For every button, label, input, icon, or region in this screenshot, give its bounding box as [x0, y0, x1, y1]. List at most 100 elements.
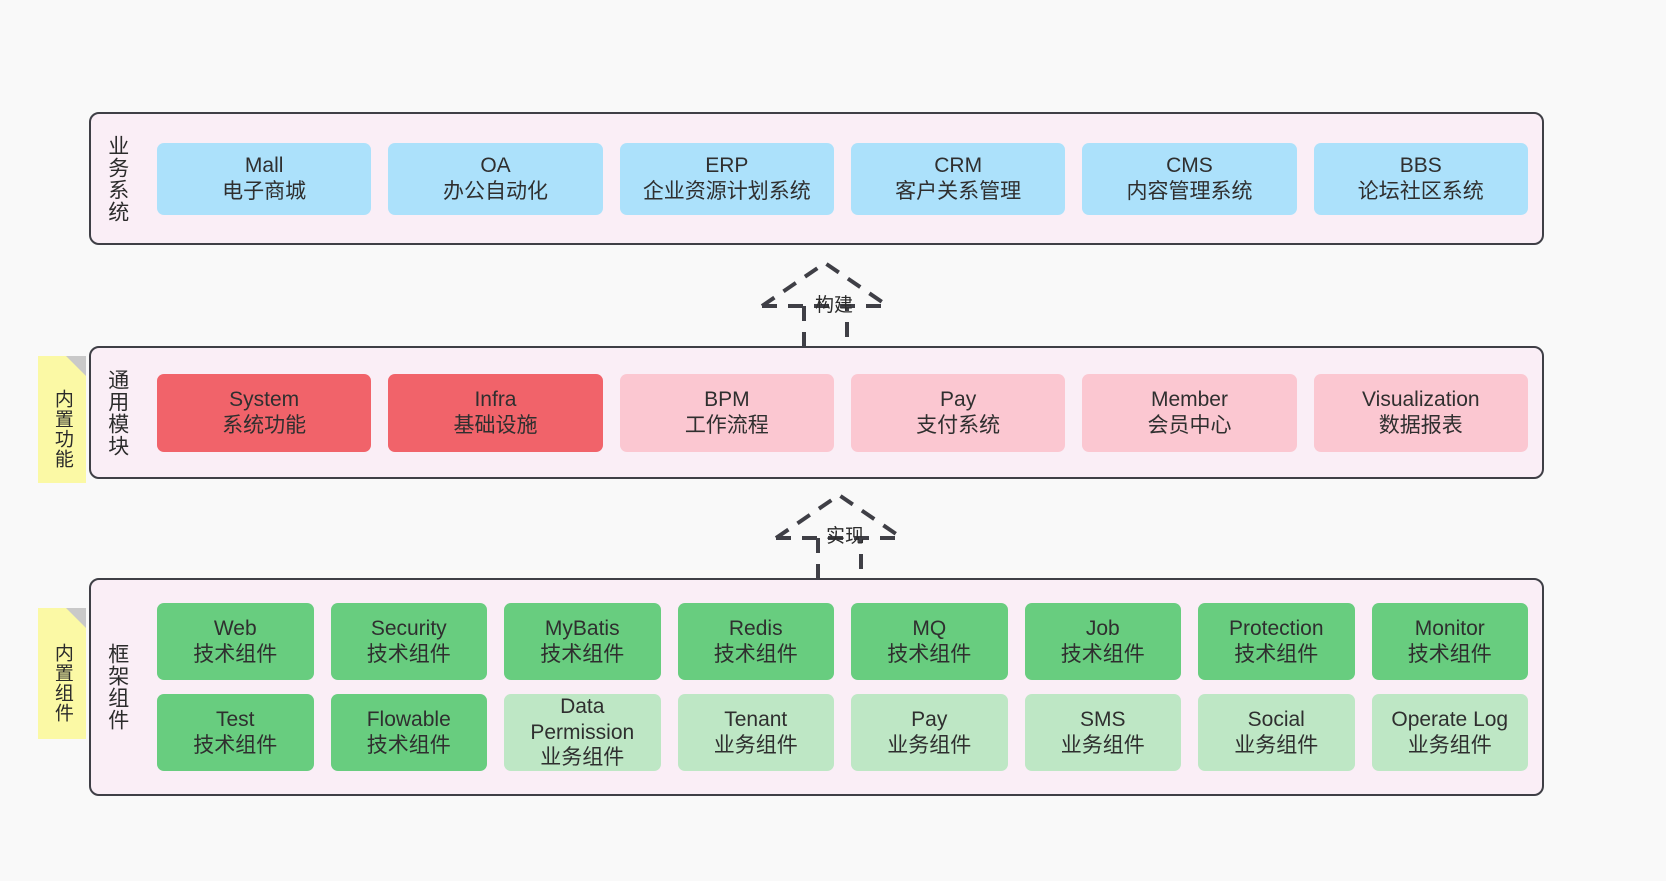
- box-subtitle: 技术组件: [1407, 642, 1492, 666]
- note-builtin-features: 内置功能: [38, 356, 86, 483]
- box-sms[interactable]: SMS 业务组件: [1024, 694, 1181, 771]
- layer-business-systems: 业务系统 Mall 电子商城 OA 办公自动化 ERP 企业资源计划系统 CRM…: [89, 112, 1544, 245]
- note-fold-icon: [66, 608, 86, 628]
- box-monitor[interactable]: Monitor 技术组件: [1371, 603, 1528, 680]
- box-title: Monitor: [1414, 616, 1485, 640]
- box-flowable[interactable]: Flowable 技术组件: [330, 694, 487, 771]
- box-subtitle: 数据报表: [1378, 413, 1463, 437]
- box-bbs[interactable]: BBS 论坛社区系统: [1313, 142, 1528, 215]
- box-pay-module[interactable]: Pay 支付系统: [850, 373, 1066, 452]
- box-mq[interactable]: MQ 技术组件: [851, 603, 1008, 680]
- row-framework-2: Test 技术组件 Flowable 技术组件 Data Permission …: [157, 694, 1528, 771]
- box-title: Pay: [940, 387, 977, 411]
- box-subtitle: 技术组件: [1060, 642, 1145, 666]
- box-subtitle: 办公自动化: [442, 179, 548, 203]
- note-fold-icon: [66, 356, 86, 376]
- box-visualization[interactable]: Visualization 数据报表: [1313, 373, 1528, 452]
- box-title: Operate Log: [1391, 707, 1509, 731]
- box-title: Web: [213, 616, 257, 640]
- note-label: 内置功能: [51, 388, 73, 469]
- box-tenant[interactable]: Tenant 业务组件: [677, 694, 834, 771]
- box-social[interactable]: Social 业务组件: [1198, 694, 1355, 771]
- box-subtitle: 业务组件: [1407, 733, 1492, 757]
- connector-implement-label: 实现: [826, 526, 865, 547]
- box-subtitle: 技术组件: [887, 642, 972, 666]
- box-infra[interactable]: Infra 基础设施: [388, 373, 603, 452]
- box-subtitle: 业务组件: [713, 733, 798, 757]
- layer-label-framework: 框架组件: [105, 643, 129, 731]
- layer-label-common: 通用模块: [105, 368, 129, 457]
- note-label: 内置组件: [51, 642, 73, 723]
- box-member[interactable]: Member 会员中心: [1082, 373, 1297, 452]
- box-subtitle: 业务组件: [887, 733, 972, 757]
- box-subtitle: 技术组件: [540, 642, 625, 666]
- connector-implement-arrow: [771, 490, 921, 590]
- box-protection[interactable]: Protection 技术组件: [1198, 603, 1355, 680]
- note-builtin-components: 内置组件: [38, 608, 86, 739]
- box-subtitle: 基础设施: [453, 413, 538, 437]
- box-subtitle: 技术组件: [1234, 642, 1319, 666]
- box-subtitle: 系统功能: [222, 413, 307, 437]
- box-operate-log[interactable]: Operate Log 业务组件: [1371, 694, 1528, 771]
- box-title: Protection: [1228, 616, 1324, 640]
- box-subtitle: 会员中心: [1147, 413, 1232, 437]
- box-title: CMS: [1166, 153, 1213, 177]
- box-erp[interactable]: ERP 企业资源计划系统: [619, 142, 834, 215]
- box-crm[interactable]: CRM 客户关系管理: [850, 142, 1066, 215]
- box-title: Security: [370, 616, 447, 640]
- box-title: BPM: [704, 387, 750, 411]
- box-title-line2: Permission: [530, 720, 635, 744]
- box-subtitle: 业务组件: [1060, 733, 1145, 757]
- box-subtitle: 技术组件: [366, 733, 451, 757]
- connector-build-arrow: [757, 258, 907, 358]
- box-subtitle: 工作流程: [684, 413, 769, 437]
- box-mybatis[interactable]: MyBatis 技术组件: [504, 603, 661, 680]
- box-pay-component[interactable]: Pay 业务组件: [851, 694, 1008, 771]
- box-title: OA: [480, 153, 511, 177]
- box-title: Mall: [244, 153, 284, 177]
- box-title: Pay: [911, 707, 948, 731]
- box-data-permission[interactable]: Data Permission 业务组件: [504, 694, 661, 771]
- box-cms[interactable]: CMS 内容管理系统: [1082, 142, 1297, 215]
- box-subtitle: 业务组件: [540, 746, 625, 770]
- box-oa[interactable]: OA 办公自动化: [388, 142, 603, 215]
- box-title: BBS: [1399, 153, 1442, 177]
- box-security[interactable]: Security 技术组件: [330, 603, 487, 680]
- layer-body-common: System 系统功能 Infra 基础设施 BPM 工作流程 Pay 支付系统…: [143, 348, 1542, 477]
- layer-body-framework: Web 技术组件 Security 技术组件 MyBatis 技术组件 Redi…: [143, 580, 1542, 794]
- box-title: Visualization: [1362, 387, 1480, 411]
- layer-framework-components: 框架组件 Web 技术组件 Security 技术组件 MyBatis 技术组件…: [89, 578, 1544, 796]
- box-title: SMS: [1079, 707, 1126, 731]
- layer-label-business: 业务系统: [105, 134, 129, 223]
- box-title: System: [229, 387, 300, 411]
- box-subtitle: 技术组件: [713, 642, 798, 666]
- box-subtitle: 技术组件: [193, 642, 278, 666]
- box-subtitle: 技术组件: [193, 733, 278, 757]
- box-mall[interactable]: Mall 电子商城: [157, 142, 372, 215]
- box-title: Tenant: [724, 707, 788, 731]
- row-framework-1: Web 技术组件 Security 技术组件 MyBatis 技术组件 Redi…: [157, 603, 1528, 680]
- box-title: ERP: [705, 153, 749, 177]
- connector-build-label: 构建: [815, 295, 854, 316]
- layer-common-modules: 通用模块 System 系统功能 Infra 基础设施 BPM 工作流程 Pay…: [89, 346, 1544, 479]
- box-subtitle: 电子商城: [222, 179, 307, 203]
- box-title: CRM: [934, 153, 983, 177]
- box-title: Member: [1150, 387, 1228, 411]
- box-subtitle: 支付系统: [916, 413, 1001, 437]
- box-subtitle: 内容管理系统: [1126, 179, 1253, 203]
- box-title: Redis: [728, 616, 783, 640]
- box-test[interactable]: Test 技术组件: [157, 694, 314, 771]
- box-system[interactable]: System 系统功能: [157, 373, 372, 452]
- box-job[interactable]: Job 技术组件: [1024, 603, 1181, 680]
- box-web[interactable]: Web 技术组件: [157, 603, 314, 680]
- box-bpm[interactable]: BPM 工作流程: [619, 373, 834, 452]
- box-title: Data: [560, 695, 605, 719]
- row-business-1: Mall 电子商城 OA 办公自动化 ERP 企业资源计划系统 CRM 客户关系…: [157, 142, 1528, 215]
- box-title: Infra: [474, 387, 517, 411]
- box-subtitle: 论坛社区系统: [1357, 179, 1484, 203]
- box-redis[interactable]: Redis 技术组件: [677, 603, 834, 680]
- box-subtitle: 业务组件: [1234, 733, 1319, 757]
- box-title: Job: [1085, 616, 1120, 640]
- row-common-1: System 系统功能 Infra 基础设施 BPM 工作流程 Pay 支付系统…: [157, 373, 1528, 452]
